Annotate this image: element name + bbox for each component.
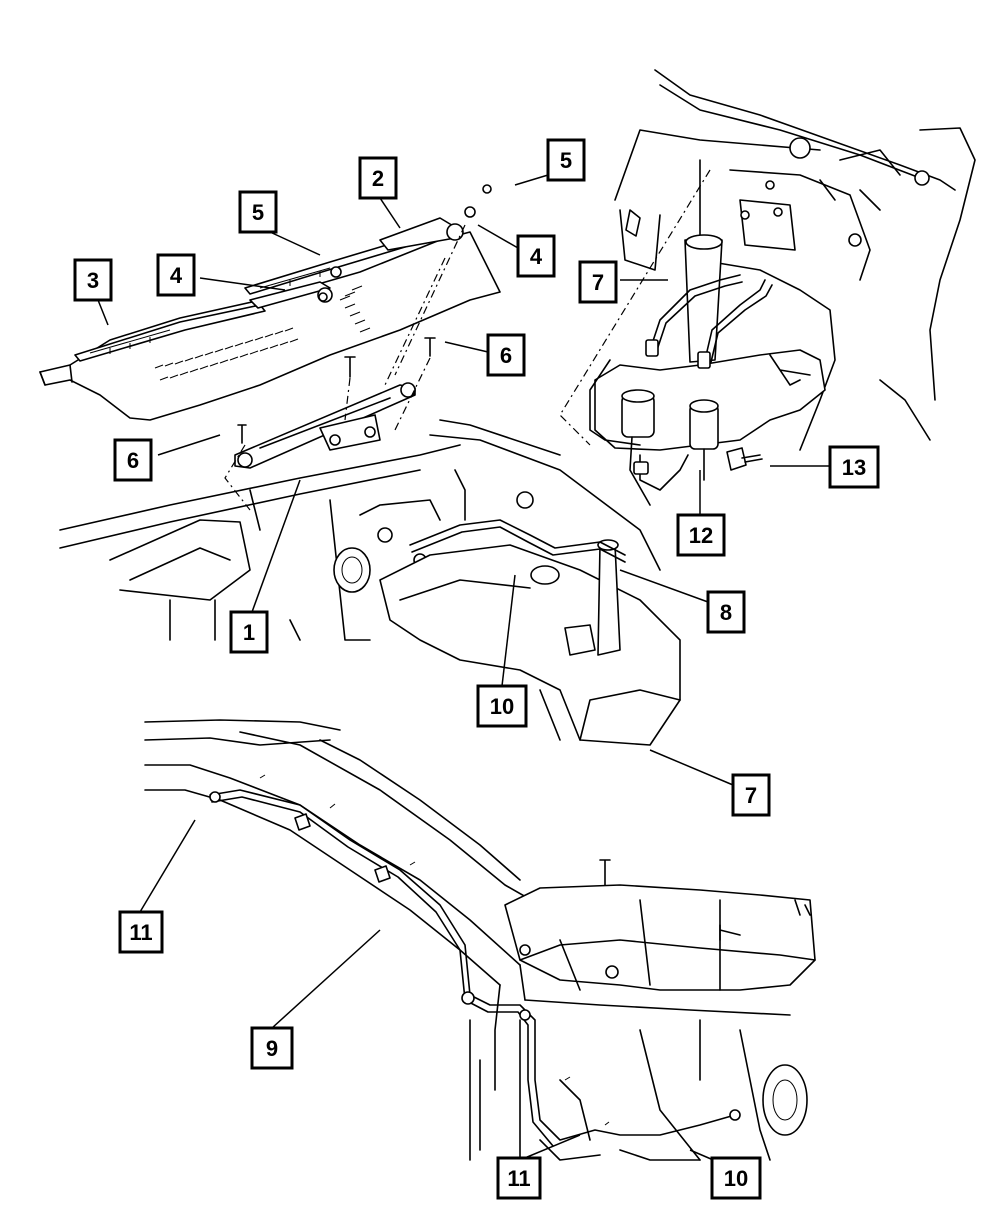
firewall-body: [59, 419, 661, 641]
callout-5: 5: [546, 138, 586, 182]
callout-label: 4: [170, 263, 183, 288]
wiper-arm-right: [379, 184, 492, 251]
lower-dash-body: [524, 999, 808, 1161]
callout-8: 8: [706, 590, 746, 634]
cowl-panel: [39, 231, 501, 421]
callout-13: 13: [828, 445, 880, 489]
callout-label: 3: [87, 268, 99, 293]
callout-label: 6: [500, 343, 512, 368]
callout-label: 1: [243, 620, 255, 645]
callout-1: 1: [229, 610, 269, 654]
wiper-linkage: [234, 382, 416, 469]
callout-11: 11: [118, 910, 164, 954]
callout-5: 5: [238, 190, 278, 234]
a-pillar-body: [144, 719, 541, 1161]
callout-label: 2: [372, 166, 384, 191]
cowl-vent-slots: [154, 285, 371, 381]
callout-12: 12: [676, 513, 726, 557]
washer-hoses-upper: [589, 274, 773, 491]
washer-hose-routed: [209, 774, 741, 1147]
detail-leader: [559, 169, 711, 446]
callout-label: 11: [129, 920, 152, 945]
callout-10: 10: [710, 1156, 762, 1200]
callout-label: 10: [490, 694, 514, 719]
callout-label: 5: [252, 200, 264, 225]
callout-label: 10: [724, 1166, 748, 1191]
callout-label: 12: [689, 523, 713, 548]
linkage-screws: [237, 337, 436, 444]
callout-4: 4: [156, 253, 196, 297]
callout-6: 6: [486, 333, 526, 377]
callout-label: 4: [530, 244, 543, 269]
callout-4: 4: [516, 234, 556, 278]
callout-2: 2: [358, 156, 398, 200]
callout-10: 10: [476, 684, 528, 728]
callout-label: 7: [592, 270, 604, 295]
callout-label: 6: [127, 448, 139, 473]
callout-11: 11: [496, 1156, 542, 1200]
washer-pump-front: [621, 389, 655, 506]
callout-7: 7: [578, 260, 618, 304]
callout-label: 13: [842, 455, 866, 480]
callout-label: 11: [507, 1166, 530, 1191]
callout-label: 9: [266, 1036, 278, 1061]
reservoir-bolt: [726, 447, 763, 471]
callout-7: 7: [731, 773, 771, 817]
callout-6: 6: [113, 438, 153, 482]
dash-dot-leaders: [224, 224, 466, 511]
callout-label: 5: [560, 148, 572, 173]
callout-3: 3: [73, 258, 113, 302]
cowl-top-right: [504, 859, 816, 991]
leader-lines: [97, 174, 830, 1166]
washer-hose-lower: [409, 469, 626, 563]
washer-reservoir-lower: [379, 539, 681, 746]
washer-pump-rear: [689, 399, 719, 481]
wiper-blade-left: [74, 304, 266, 362]
cowl-clip: [318, 266, 342, 302]
callout-label: 8: [720, 600, 732, 625]
callout-9: 9: [250, 1026, 294, 1070]
callout-label: 7: [745, 783, 757, 808]
